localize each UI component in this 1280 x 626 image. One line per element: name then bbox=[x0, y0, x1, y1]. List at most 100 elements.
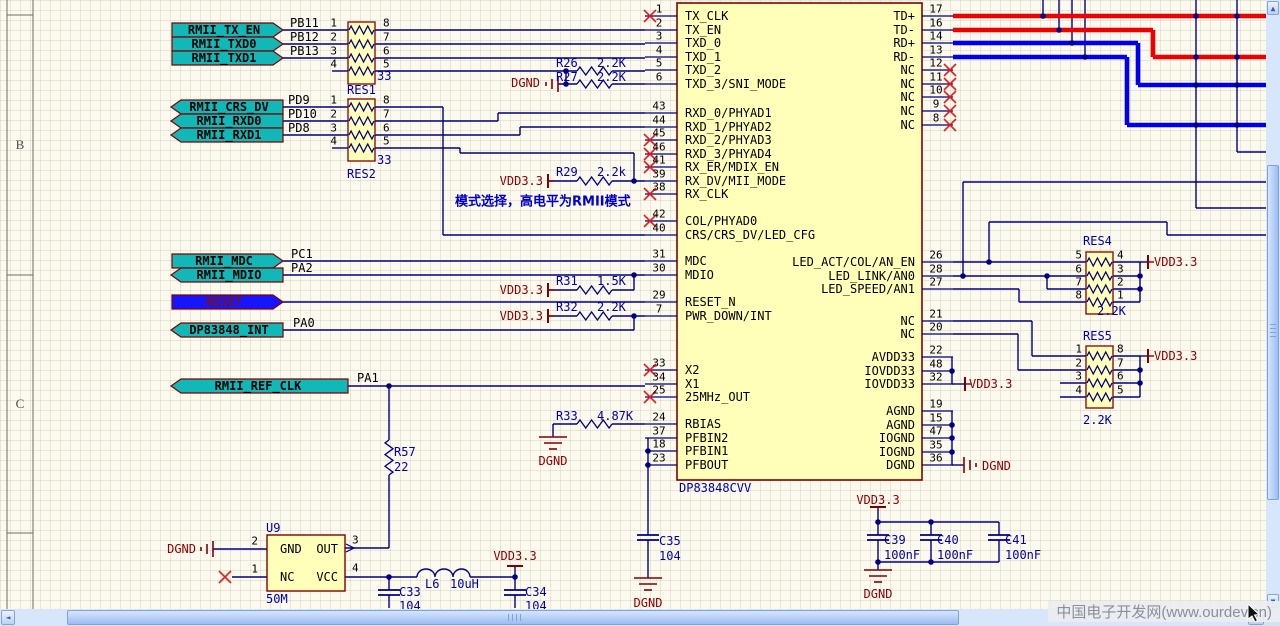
value-u9[interactable]: 50M bbox=[266, 592, 288, 606]
net-label-pb11[interactable]: PB11 bbox=[290, 16, 319, 30]
scroll-up-button[interactable]: ▲ bbox=[1267, 1, 1279, 15]
power-label-vdd33[interactable]: VDD3.3 bbox=[856, 493, 900, 507]
port-label-rmii-txd1[interactable]: RMII_TXD1 bbox=[191, 51, 257, 65]
port-tx_en[interactable] bbox=[171, 22, 285, 38]
designator-res2[interactable]: RES2 bbox=[347, 167, 376, 181]
designator-u9[interactable]: U9 bbox=[266, 521, 281, 535]
designator-r29[interactable]: R29 bbox=[556, 165, 578, 179]
resnet-pin-number: 1 bbox=[1117, 288, 1124, 302]
designator-r32[interactable]: R32 bbox=[556, 300, 578, 314]
junction-dot bbox=[1137, 380, 1143, 386]
resistor-zigzag bbox=[348, 24, 375, 36]
ic-part-number[interactable]: DP83848CVV bbox=[679, 481, 752, 495]
port-txd1[interactable] bbox=[171, 50, 285, 66]
junction-dot bbox=[1234, 122, 1240, 128]
power-label-dgnd[interactable]: DGND bbox=[511, 76, 540, 90]
net-label-pb13[interactable]: PB13 bbox=[290, 44, 319, 58]
designator-r33[interactable]: R33 bbox=[556, 409, 578, 423]
designator-l6[interactable]: L6 bbox=[425, 577, 440, 591]
power-label-vdd33[interactable]: VDD3.3 bbox=[499, 174, 543, 188]
ic-pin-name: NC bbox=[900, 104, 915, 118]
net-label-pd8[interactable]: PD8 bbox=[288, 121, 310, 135]
net-label-pc1[interactable]: PC1 bbox=[291, 247, 313, 261]
port-txd0[interactable] bbox=[171, 36, 285, 52]
value-r31[interactable]: 1.5K bbox=[597, 274, 626, 288]
power-label-vdd33[interactable]: VDD3.3 bbox=[1154, 255, 1198, 269]
power-label-vdd33[interactable]: VDD3.3 bbox=[1154, 349, 1198, 363]
horizontal-scroll-thumb[interactable] bbox=[67, 610, 959, 625]
designator-c33[interactable]: C33 bbox=[399, 585, 421, 599]
net-label-pb12[interactable]: PB12 bbox=[290, 30, 319, 44]
ic-pin-name: RD+ bbox=[893, 36, 915, 50]
scroll-left-button[interactable]: ◄ bbox=[1, 610, 15, 625]
port-mdc[interactable] bbox=[171, 253, 285, 269]
inductor-l6[interactable] bbox=[416, 568, 471, 578]
power-label-dgnd[interactable]: DGND bbox=[982, 459, 1011, 473]
junction-dot bbox=[631, 178, 637, 184]
designator-res5[interactable]: RES5 bbox=[1083, 329, 1112, 343]
value-c35[interactable]: 104 bbox=[659, 549, 681, 563]
value-r33[interactable]: 4.87K bbox=[597, 409, 634, 423]
vertical-scrollbar[interactable]: ▲ ▼ bbox=[1266, 0, 1280, 609]
net-label-pd10[interactable]: PD10 bbox=[288, 107, 317, 121]
designator-res1[interactable]: RES1 bbox=[347, 83, 376, 97]
port-label-rmii-ref-clk[interactable]: RMII_REF_CLK bbox=[214, 379, 302, 393]
port-reset[interactable] bbox=[171, 294, 285, 310]
value-l6[interactable]: 10uH bbox=[450, 577, 479, 591]
value-r27[interactable]: 2.2K bbox=[597, 70, 626, 84]
net-label-pa2[interactable]: PA2 bbox=[291, 261, 313, 275]
ic-dp83848-body[interactable] bbox=[676, 2, 923, 481]
value-res1[interactable]: 33 bbox=[377, 69, 392, 83]
value-r57[interactable]: 22 bbox=[394, 460, 409, 474]
designator-r31[interactable]: R31 bbox=[556, 274, 578, 288]
u9-pin-out: OUT bbox=[316, 542, 338, 556]
value-r32[interactable]: 2.2K bbox=[597, 300, 626, 314]
power-label-dgnd[interactable]: DGND bbox=[633, 596, 663, 610]
port-label-rmii-rxd1[interactable]: RMII_RXD1 bbox=[196, 128, 262, 142]
value-r29[interactable]: 2.2k bbox=[597, 165, 626, 179]
designator-res4[interactable]: RES4 bbox=[1083, 234, 1112, 248]
designator-c41[interactable]: C41 bbox=[1005, 533, 1027, 547]
port-label-reset[interactable]: RESET bbox=[205, 295, 243, 309]
designator-r27[interactable]: R27 bbox=[556, 70, 578, 84]
power-label-vdd33[interactable]: VDD3.3 bbox=[499, 283, 543, 297]
port-ref_clk[interactable] bbox=[169, 378, 349, 394]
horizontal-scrollbar[interactable]: ◄ ► bbox=[0, 609, 1265, 626]
value-c39[interactable]: 100nF bbox=[884, 548, 921, 562]
value-r26[interactable]: 2.2K bbox=[597, 56, 626, 70]
ic-pin-number: 19 bbox=[929, 397, 943, 411]
designator-c35[interactable]: C35 bbox=[659, 534, 681, 548]
value-res2[interactable]: 33 bbox=[377, 153, 392, 167]
port-label-rmii-mdio[interactable]: RMII_MDIO bbox=[196, 268, 262, 282]
designator-r26[interactable]: R26 bbox=[556, 56, 578, 70]
port-label-dp83848-int[interactable]: DP83848_INT bbox=[189, 323, 269, 337]
net-label-pa1[interactable]: PA1 bbox=[357, 371, 379, 385]
power-label-dgnd[interactable]: DGND bbox=[538, 454, 568, 468]
port-label-rmii-rxd0[interactable]: RMII_RXD0 bbox=[196, 114, 262, 128]
oscillator-u9-body[interactable] bbox=[266, 534, 346, 592]
port-label-rmii-tx-en[interactable]: RMII_TX_EN bbox=[187, 23, 261, 37]
power-label-vdd33[interactable]: VDD3.3 bbox=[499, 309, 543, 323]
designator-c39[interactable]: C39 bbox=[884, 533, 906, 547]
power-label-vdd33[interactable]: VDD3.3 bbox=[969, 377, 1013, 391]
power-label-dgnd[interactable]: DGND bbox=[863, 587, 893, 601]
port-mdio[interactable] bbox=[169, 267, 284, 283]
port-label-rmii-crs-dv[interactable]: RMII_CRS_DV bbox=[189, 100, 269, 114]
port-rxd1[interactable] bbox=[169, 127, 284, 143]
designator-r57[interactable]: R57 bbox=[394, 445, 416, 459]
value-res4[interactable]: 2.2K bbox=[1097, 304, 1126, 318]
power-label-dgnd[interactable]: DGND bbox=[167, 542, 196, 556]
port-int[interactable] bbox=[169, 322, 284, 338]
port-label-rmii-mdc[interactable]: RMII_MDC bbox=[195, 254, 253, 268]
vertical-scroll-thumb[interactable] bbox=[1267, 165, 1279, 500]
value-c40[interactable]: 100nF bbox=[937, 548, 974, 562]
value-res5[interactable]: 2.2K bbox=[1083, 413, 1112, 427]
port-label-rmii-txd0[interactable]: RMII_TXD0 bbox=[191, 37, 257, 51]
value-c41[interactable]: 100nF bbox=[1005, 548, 1042, 562]
designator-c34[interactable]: C34 bbox=[525, 585, 547, 599]
net-label-pd9[interactable]: PD9 bbox=[288, 93, 310, 107]
annotation-mode-select[interactable]: 模式选择，高电平为RMII模式 bbox=[455, 194, 631, 210]
designator-c40[interactable]: C40 bbox=[937, 533, 959, 547]
power-label-vdd33[interactable]: VDD3.3 bbox=[493, 549, 537, 563]
net-label-pa0[interactable]: PA0 bbox=[293, 316, 315, 330]
